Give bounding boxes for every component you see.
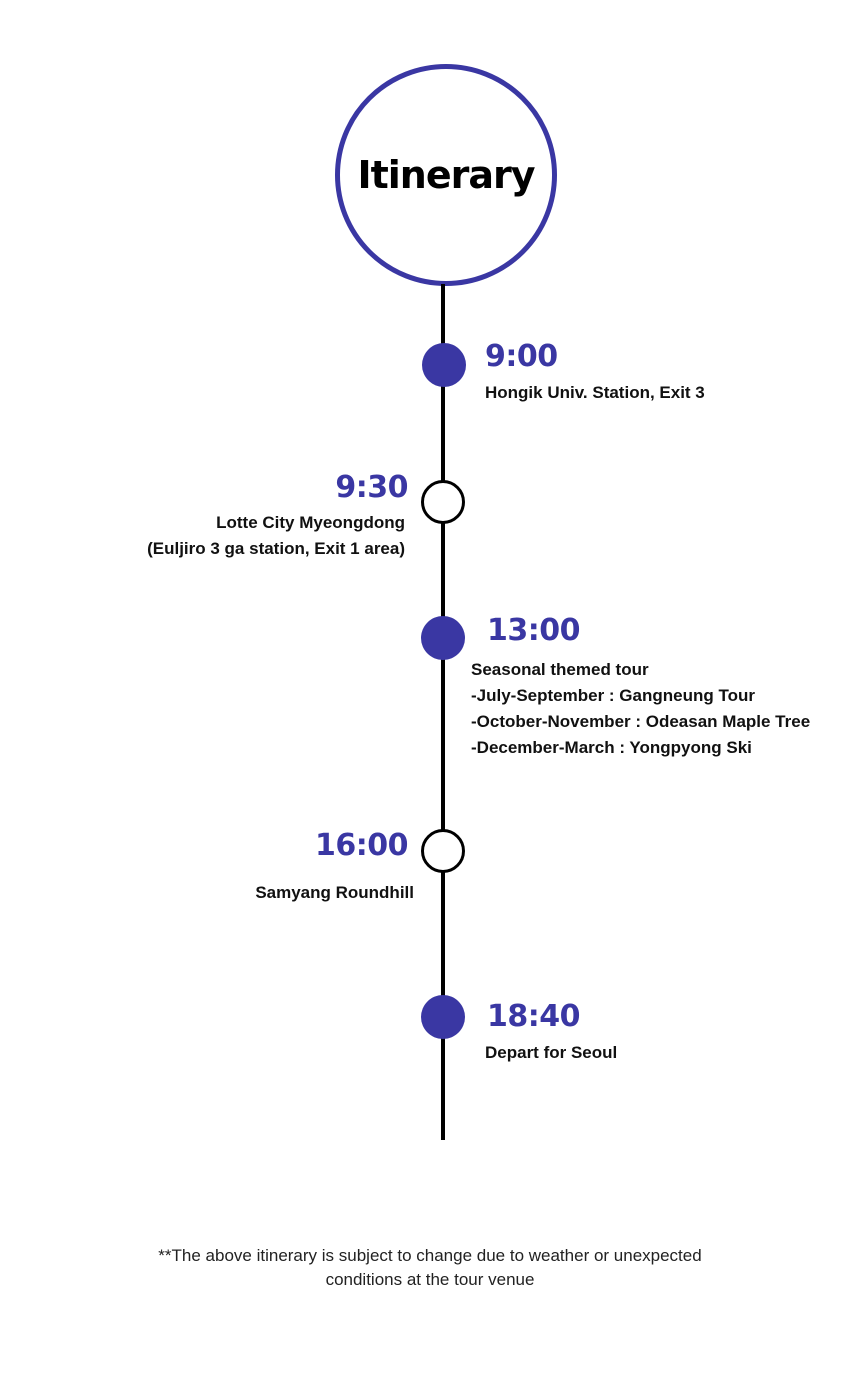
timeline-marker-filled [422,343,466,387]
stop-description-line: Hongik Univ. Station, Exit 3 [485,383,705,402]
stop-description: Depart for Seoul [485,1040,617,1066]
stop-description-line: -October-November : Odeasan Maple Tree [471,712,811,731]
stop-description-line: Seasonal themed tour [471,660,649,679]
stop-time: 9:30 [335,470,408,505]
stop-description: Samyang Roundhill [255,880,414,906]
stop-time: 16:00 [315,828,409,863]
timeline-marker-hollow [421,829,465,873]
stop-time: 18:40 [487,999,581,1034]
timeline-marker-hollow [421,480,465,524]
timeline-line [441,284,445,1140]
timeline-marker-filled [421,995,465,1039]
stop-description: Seasonal themed tour -July-September : G… [471,657,810,761]
stop-time: 13:00 [487,613,581,648]
stop-description-line: Samyang Roundhill [255,883,414,902]
footnote-line: **The above itinerary is subject to chan… [158,1246,702,1265]
stop-description-line: Depart for Seoul [485,1043,618,1062]
stop-description: Lotte City Myeongdong (Euljiro 3 ga stat… [147,510,405,562]
footnote: **The above itinerary is subject to chan… [110,1244,750,1292]
stop-description: Hongik Univ. Station, Exit 3 [485,380,705,406]
footnote-line: conditions at the tour venue [325,1270,535,1289]
stop-description-line: -December-March : Yongpyong Ski [471,738,752,757]
page-title: Itinerary [357,153,535,197]
stop-time: 9:00 [485,339,558,374]
timeline-marker-filled [421,616,465,660]
itinerary-header-circle: Itinerary [335,64,557,286]
stop-description-line: -July-September : Gangneung Tour [471,686,755,705]
stop-description-line: Lotte City Myeongdong [216,513,405,532]
stop-description-line: (Euljiro 3 ga station, Exit 1 area) [147,539,405,558]
